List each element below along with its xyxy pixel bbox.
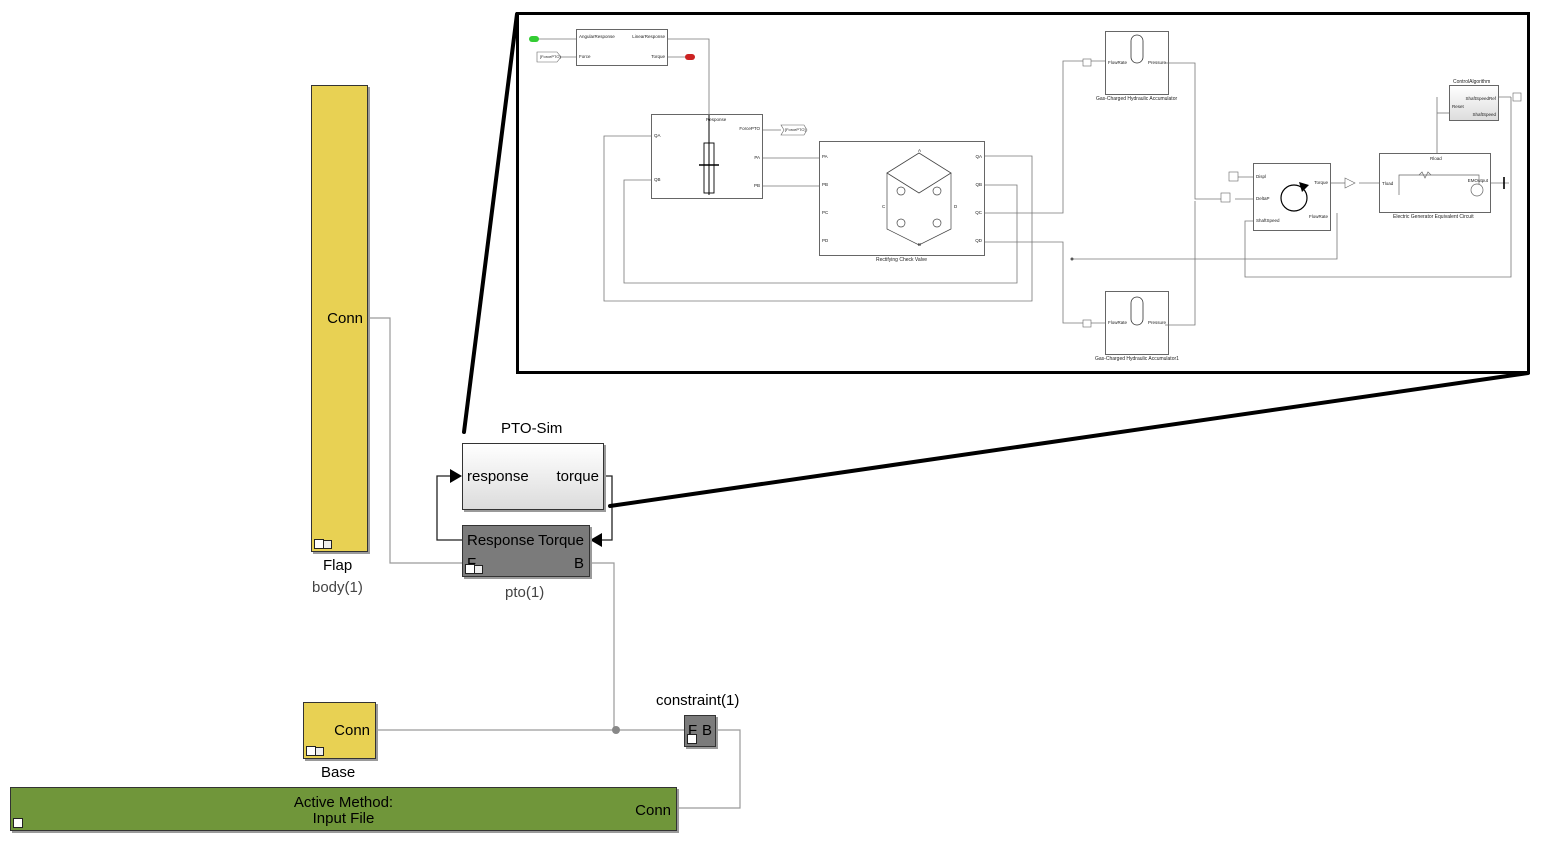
inset-gen-emoutput: EMOutput: [1467, 178, 1488, 183]
pto-sim-title: PTO-Sim: [501, 420, 563, 437]
inset-cv-pd: PD: [822, 238, 829, 243]
base-body-block[interactable]: Conn: [303, 702, 376, 759]
inset-motor-block: Displ DeltaP ShaftSpeed Torque FlowRate: [1253, 163, 1331, 231]
inset-motor-displ: Displ: [1256, 174, 1267, 179]
inset-cv-qd: QD: [975, 238, 982, 243]
ground-block[interactable]: Active Method: Input File Conn: [10, 787, 677, 831]
base-conn-port: Conn: [334, 722, 370, 739]
inset-cyl-force: ForcePTO: [739, 126, 760, 131]
inset-cyl-response: Response: [706, 117, 727, 122]
flap-body-block[interactable]: Conn: [311, 85, 368, 552]
inset-ctrl-out2: ShaftSpeed: [1472, 112, 1496, 117]
inset-generator-block: Tload EMOutput Rload: [1379, 153, 1491, 213]
junction-dot: [612, 726, 620, 734]
pto-response-port: Response: [467, 532, 535, 549]
pto-sim-torque-port: torque: [556, 468, 599, 485]
inset-acc-bottom-out: Pressure: [1147, 320, 1166, 325]
inset-cv-node-a: A: [918, 148, 922, 153]
inset-motor-deltap: DeltaP: [1256, 196, 1270, 201]
pto-b-port: B: [573, 555, 584, 572]
inset-acc-top-block: FlowRate Pressure: [1105, 31, 1169, 95]
constraint-f-port: F: [688, 722, 698, 739]
ground-line2: Input File: [312, 810, 375, 827]
inset-top-block: AngularResponse Force LinearResponse Tor…: [576, 29, 668, 66]
base-name: Base: [321, 764, 356, 781]
inset-cv-node-b: B: [918, 242, 922, 247]
inset-cyl-pa: PA: [754, 155, 760, 160]
inset-acc-top-out: Pressure: [1147, 60, 1166, 65]
pto-f-port: F: [467, 555, 476, 572]
inset-top-out1: LinearResponse: [632, 34, 665, 39]
inset-cv-qb: QB: [975, 182, 982, 187]
inset-acc-top-caption: Gas-Charged Hydraulic Accumulator: [1096, 96, 1178, 102]
inset-acc-bottom-block: FlowRate Pressure: [1105, 291, 1169, 355]
inset-gen-tload: Tload: [1382, 181, 1394, 186]
copy-icon: [474, 565, 483, 574]
inset-control-block: Reset ShaftSpeedRef ShaftSpeed: [1449, 85, 1499, 121]
pto-sub: pto(1): [505, 584, 545, 601]
inset-cylinder-block: QA QB PA PB ForcePTO Response: [651, 114, 763, 199]
inset-cyl-qa: QA: [654, 133, 661, 138]
inset-cyl-qb: QB: [654, 177, 661, 182]
copy-icon: [323, 540, 332, 549]
inset-motor-flowrate: FlowRate: [1308, 214, 1328, 219]
inset-cv-qc: QC: [975, 210, 982, 215]
link-icon: [13, 818, 23, 828]
inset-cyl-pb: PB: [753, 183, 760, 188]
inset-from-tag: [ForcePTO]: [540, 54, 561, 59]
pto-sim-block[interactable]: response torque: [462, 443, 604, 510]
pto-block[interactable]: Response Torque F B: [462, 525, 590, 577]
inset-cv-qa: QA: [975, 154, 982, 159]
constraint-b-port: B: [701, 722, 712, 739]
pto-sim-subsystem-inset: AngularResponse Force LinearResponse Tor…: [516, 12, 1530, 374]
flap-name: Flap: [323, 557, 353, 574]
inset-cv-pc: PC: [822, 210, 829, 215]
inset-motor-shaftspeed: ShaftSpeed: [1256, 218, 1280, 223]
link-icon: [687, 734, 697, 744]
ground-line1: Active Method:: [293, 794, 394, 811]
inset-cv-node-c: C: [882, 204, 886, 209]
inset-top-in1: AngularResponse: [579, 34, 615, 39]
inset-check-valve-block: PA PB PC PD QA QB QC QD A B C D: [819, 141, 985, 256]
flap-conn-port: Conn: [327, 310, 363, 327]
inset-wires: [529, 34, 1522, 328]
inset-cv-pa: PA: [822, 154, 828, 159]
ground-conn-port: Conn: [635, 802, 671, 819]
inset-top-in2: Force: [579, 54, 591, 59]
inset-ctrl-reset: Reset: [1452, 104, 1464, 109]
constraint-block[interactable]: F B: [684, 715, 716, 747]
inset-motor-torque: Torque: [1314, 180, 1328, 185]
flap-sub: body(1): [312, 579, 363, 596]
inset-cv-node-d: D: [954, 204, 958, 209]
inset-cv-pb: PB: [822, 182, 829, 187]
inset-acc-bottom-in: FlowRate: [1108, 320, 1128, 325]
inset-ctrl-out1: ShaftSpeedRef: [1465, 96, 1496, 101]
inset-top-out2: Torque: [651, 54, 665, 59]
inset-goto-tag: [ForcePTO]: [785, 127, 806, 132]
constraint-title: constraint(1): [656, 692, 740, 709]
pto-torque-port: Torque: [538, 532, 584, 549]
arrow-response-in: [450, 469, 462, 483]
inset-cv-caption: Rectifying Check Valve: [876, 257, 928, 263]
inset-gen-caption: Electric Generator Equivalent Circuit: [1393, 214, 1474, 220]
inset-gen-rload: Rload: [1430, 156, 1442, 161]
inset-acc-top-in: FlowRate: [1108, 60, 1128, 65]
arrow-torque-in: [590, 533, 602, 547]
copy-icon: [315, 747, 324, 756]
pto-sim-response-port: response: [467, 468, 529, 485]
inset-acc-bottom-caption: Gas-Charged Hydraulic Accumulator1: [1095, 356, 1179, 362]
inset-ctrl-caption: ControlAlgorithm: [1453, 79, 1491, 85]
